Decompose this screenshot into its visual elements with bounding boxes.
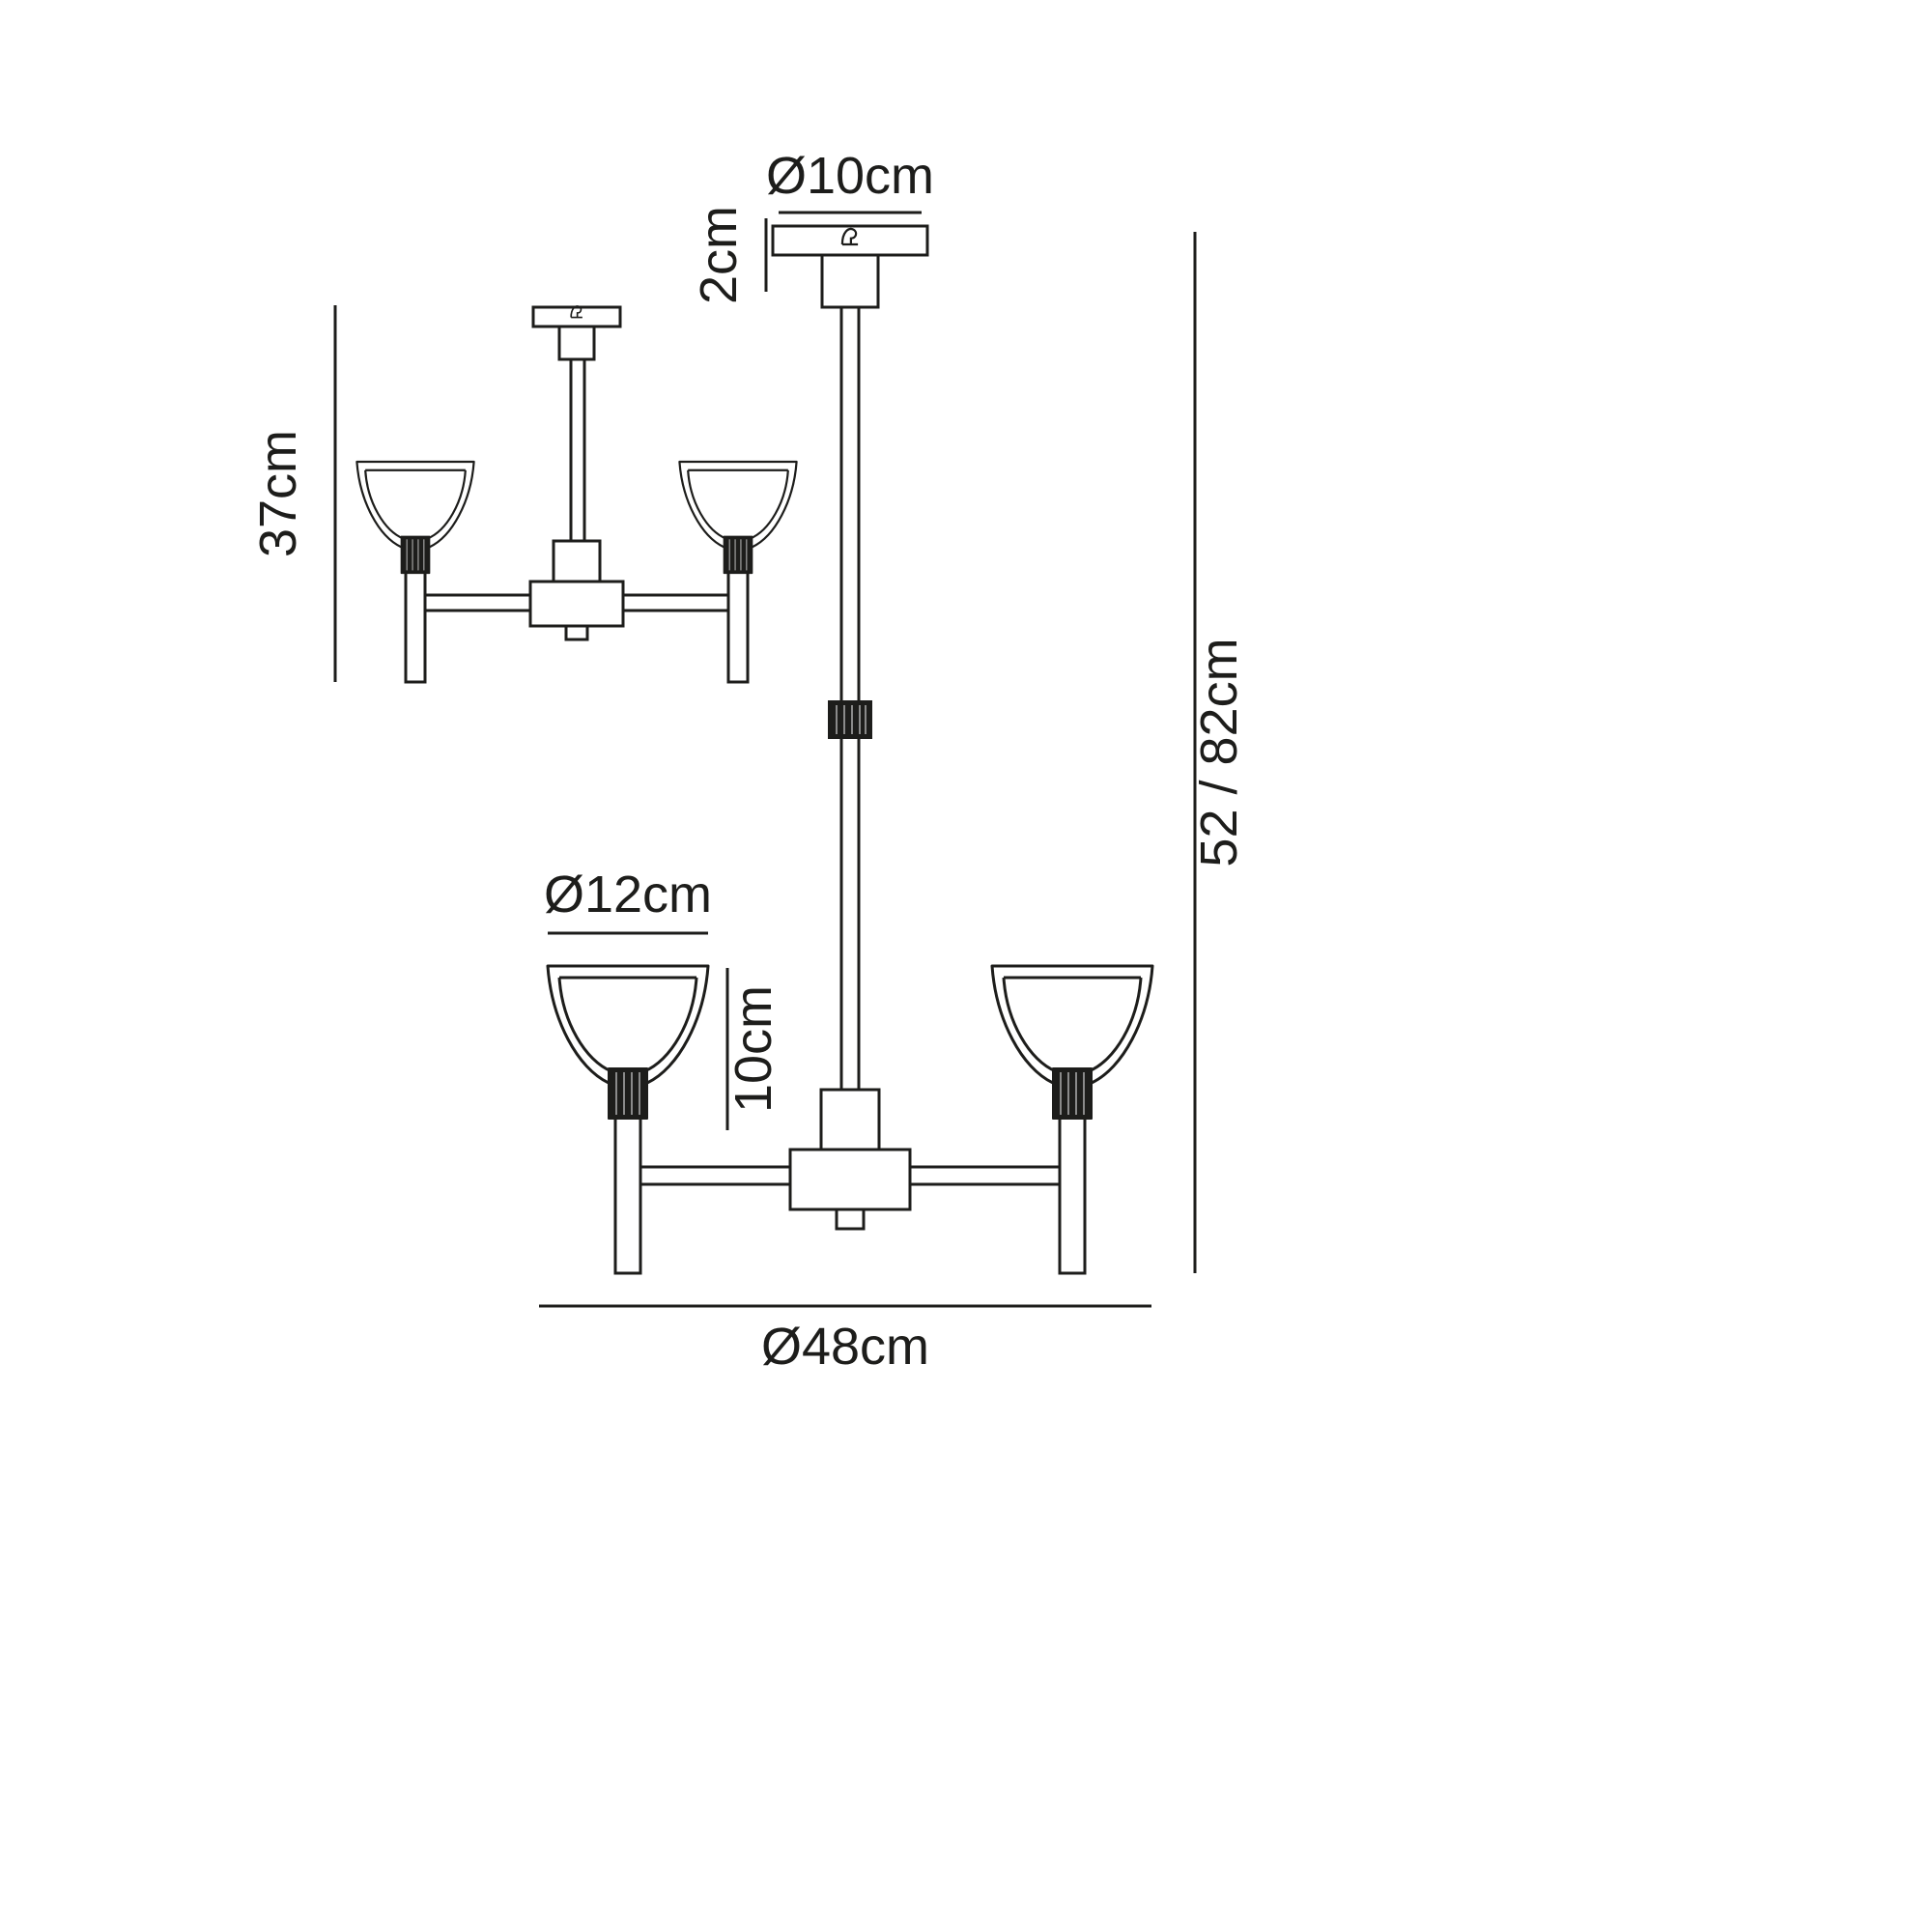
glass-shade-right [678,460,798,575]
canopy-block [820,253,880,309]
rod-upper [839,288,861,717]
lamp-tube-left [613,1115,642,1275]
lamp-tube-right [1058,1115,1087,1275]
lamp-tube-right [726,570,750,684]
label-pendant-height: 52 / 82cm [1190,638,1248,867]
glass-shade-left [355,460,475,575]
glass-shade-right [990,964,1154,1121]
label-semi-flush-height: 37cm [249,430,307,557]
hub-neck [819,1088,881,1151]
label-fixture-diameter: Ø48cm [761,1318,929,1376]
glass-shade-left [546,964,710,1121]
hub-body [528,580,625,628]
semi-flush-fixture-drawing: 37cm [249,305,798,684]
label-canopy-diameter: Ø10cm [766,147,934,205]
label-shade-height: 10cm [724,985,782,1113]
hub-tab [564,624,589,641]
rod-lower [839,724,861,1115]
hub-neck [552,539,602,583]
label-shade-diameter: Ø12cm [544,866,712,923]
stem-rod [569,346,586,553]
hub-tab [835,1208,866,1231]
lamp-tube-left [404,570,427,684]
label-canopy-height: 2cm [690,206,748,304]
hub-body [788,1148,912,1211]
canopy-block [557,325,596,361]
pendant-fixture-drawing: Ø10cm 2cm Ø12cm [539,147,1248,1376]
